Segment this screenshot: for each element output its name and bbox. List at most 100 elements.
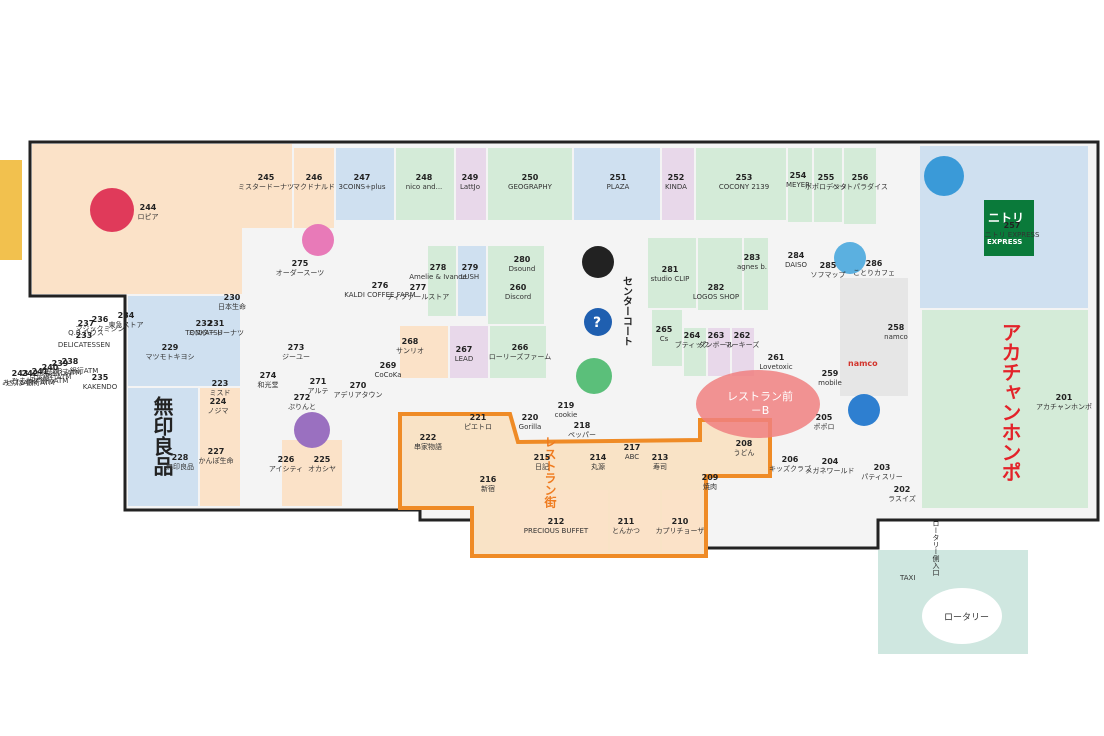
landmark-taxi: TAXI bbox=[899, 574, 915, 582]
store-number-239: 239 bbox=[52, 359, 69, 368]
store-number-235: 235 bbox=[92, 373, 109, 382]
store-name-215: 日記 bbox=[535, 462, 549, 471]
store-block-279[interactable] bbox=[458, 246, 486, 316]
store-block-210[interactable] bbox=[662, 490, 702, 552]
store-number-214: 214 bbox=[590, 453, 607, 462]
store-name-237: Q.B.ハウス bbox=[68, 329, 104, 337]
store-number-245: 245 bbox=[258, 173, 275, 182]
store-number-252: 252 bbox=[668, 173, 685, 182]
lopia-logo bbox=[90, 188, 134, 232]
store-block-246[interactable] bbox=[294, 148, 334, 228]
store-name-283: agnes b. bbox=[737, 263, 767, 271]
store-name-247: 3COINS+plus bbox=[339, 183, 386, 191]
store-name-201: アカチャンホンポ bbox=[1036, 403, 1092, 411]
store-name-238: ゆうちょ銀行ATM bbox=[42, 366, 99, 375]
store-number-249: 249 bbox=[462, 173, 479, 182]
store-block-248[interactable] bbox=[396, 148, 454, 220]
store-name-242: セブン銀行ATM bbox=[5, 378, 55, 387]
store-block-251[interactable] bbox=[574, 148, 660, 220]
store-block-253[interactable] bbox=[696, 148, 786, 220]
store-number-204: 204 bbox=[822, 457, 839, 466]
store-block-258[interactable] bbox=[840, 278, 908, 396]
store-name-233: DELICATESSEN bbox=[58, 341, 110, 349]
store-number-223: 223 bbox=[212, 379, 229, 388]
store-name-273: ジーユー bbox=[282, 353, 310, 361]
store-name-246: マクドナルド bbox=[293, 183, 335, 191]
store-block-268[interactable] bbox=[400, 326, 448, 378]
store-name-252: KINDA bbox=[665, 183, 687, 191]
store-number-270: 270 bbox=[350, 381, 367, 390]
store-block-283[interactable] bbox=[744, 238, 768, 310]
store-block-267[interactable] bbox=[450, 326, 488, 378]
landmark-center-court: センターコート bbox=[621, 276, 633, 346]
store-block-201[interactable] bbox=[922, 310, 1088, 508]
store-number-250: 250 bbox=[522, 173, 539, 182]
store-block-278[interactable] bbox=[428, 246, 456, 316]
store-number-259: 259 bbox=[822, 369, 839, 378]
store-block-227[interactable] bbox=[200, 388, 240, 506]
store-number-206: 206 bbox=[782, 455, 799, 464]
store-name-214: 丸源 bbox=[591, 462, 605, 471]
store-block-247[interactable] bbox=[336, 148, 394, 220]
store-name-251: PLAZA bbox=[607, 183, 630, 191]
store-number-260: 260 bbox=[510, 283, 527, 292]
store-block-229[interactable] bbox=[128, 296, 240, 386]
store-block-256[interactable] bbox=[844, 148, 876, 224]
store-name-268: サンリオ bbox=[396, 347, 424, 355]
store-number-224: 224 bbox=[210, 397, 227, 406]
store-name-255: ポポロデンタ bbox=[805, 182, 847, 191]
store-number-255: 255 bbox=[818, 173, 835, 182]
store-block-225[interactable] bbox=[282, 440, 342, 506]
store-name-249: LattJo bbox=[460, 183, 480, 191]
store-name-212: PRECIOUS BUFFET bbox=[524, 527, 589, 535]
store-name-226: アイシティ bbox=[269, 465, 303, 473]
store-number-219: 219 bbox=[558, 401, 575, 410]
store-name-257: ニトリ EXPRESS bbox=[985, 231, 1040, 239]
store-block-262[interactable] bbox=[732, 328, 754, 376]
store-block-245[interactable] bbox=[242, 148, 292, 226]
store-block-264[interactable] bbox=[684, 328, 706, 376]
store-name-277: ティファールストア bbox=[387, 293, 450, 301]
store-block-282[interactable] bbox=[698, 238, 742, 310]
store-name-243: みずほATM bbox=[2, 378, 38, 387]
store-block-228[interactable] bbox=[128, 388, 198, 506]
store-name-285: ソフマップ bbox=[811, 271, 846, 279]
store-block-211[interactable] bbox=[610, 490, 660, 552]
elevator-e-icon bbox=[848, 394, 880, 426]
elevator-c-icon bbox=[576, 358, 612, 394]
store-number-257: 257 bbox=[1004, 221, 1021, 230]
store-name-272: ぷりんと bbox=[288, 403, 316, 411]
store-number-221: 221 bbox=[470, 413, 487, 422]
store-block-255[interactable] bbox=[814, 148, 842, 222]
store-block-250[interactable] bbox=[488, 148, 572, 220]
store-number-268: 268 bbox=[402, 337, 419, 346]
store-block-265[interactable] bbox=[652, 310, 682, 366]
store-block-249[interactable] bbox=[456, 148, 486, 220]
store-name-217: ABC bbox=[625, 453, 639, 461]
store-block-244[interactable] bbox=[32, 144, 242, 294]
store-name-225: オカシヤ bbox=[308, 465, 336, 473]
store-block-266[interactable] bbox=[490, 326, 546, 378]
store-name-210: カプリチョーザ bbox=[656, 527, 705, 535]
store-labels: 244ロピア245ミスタードーナツ246マクドナルド2473COINS+plus… bbox=[2, 171, 1092, 535]
store-number-237: 237 bbox=[78, 319, 95, 328]
store-name-241: ひまわり銀行ATM bbox=[12, 376, 69, 385]
rotary-island bbox=[922, 588, 1002, 644]
store-block-212[interactable] bbox=[500, 490, 608, 552]
store-number-216: 216 bbox=[480, 475, 497, 484]
store-name-248: nico and... bbox=[406, 183, 443, 191]
store-name-266: ローリーズファーム bbox=[489, 352, 551, 361]
store-number-272: 272 bbox=[294, 393, 311, 402]
store-block-252[interactable] bbox=[662, 148, 694, 220]
store-name-219: cookie bbox=[555, 411, 578, 419]
store-name-224: ノジマ bbox=[208, 407, 229, 415]
store-block-280[interactable] bbox=[488, 246, 544, 324]
highlight-marker[interactable] bbox=[696, 370, 820, 438]
store-block-281[interactable] bbox=[648, 238, 696, 308]
entrance-east-label: ロータリー側入口 bbox=[932, 520, 940, 576]
store-number-227: 227 bbox=[208, 447, 225, 456]
store-block-263[interactable] bbox=[708, 328, 730, 376]
store-number-258: 258 bbox=[888, 323, 905, 332]
store-block-254[interactable] bbox=[788, 148, 812, 222]
store-name-231: ミスタードーナツ bbox=[188, 328, 244, 337]
